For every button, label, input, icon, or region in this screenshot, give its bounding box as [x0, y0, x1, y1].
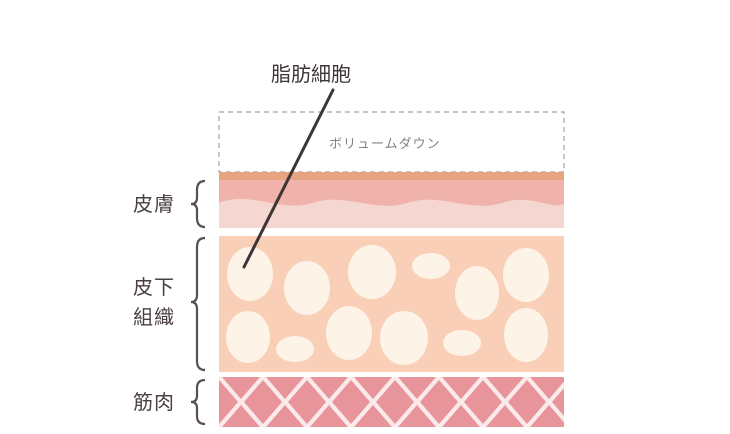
muscle-fiber: [574, 405, 612, 427]
subcutaneous-bracket: [190, 236, 206, 372]
fat-cell-callout-label: 脂肪細胞: [271, 62, 351, 86]
skin-top-band: [219, 172, 564, 180]
fat-cell: [503, 248, 549, 302]
muscle-fiber: [332, 380, 370, 424]
muscle-fiber: [420, 380, 458, 424]
fat-cell: [412, 253, 450, 279]
subcutaneous-label-line1: 皮下: [133, 275, 175, 299]
muscle-layer: [219, 377, 612, 427]
muscle-fiber: [530, 377, 564, 399]
skin-label: 皮膚: [133, 192, 175, 216]
volume-down-label: ボリュームダウン: [329, 137, 441, 152]
fat-cell: [226, 311, 270, 363]
fat-cell: [455, 266, 499, 320]
muscle-fiber: [266, 405, 304, 427]
fat-cell: [504, 308, 548, 362]
muscle-fiber: [398, 405, 436, 427]
muscle-fiber: [574, 377, 612, 399]
muscle-fiber: [222, 405, 260, 427]
muscle-pattern: [219, 377, 612, 427]
muscle-fiber: [442, 377, 480, 399]
fat-cell: [443, 330, 481, 356]
subcutaneous-label-line2: 組織: [133, 305, 175, 329]
muscle-fiber: [310, 377, 348, 399]
fat-cell: [227, 247, 273, 301]
muscle-fiber: [354, 377, 392, 399]
skin-lower-wave: [219, 198, 564, 228]
muscle-fiber: [376, 380, 414, 424]
muscle-fiber: [486, 405, 524, 427]
subcutaneous-layer: [219, 236, 564, 372]
skin-bracket: [190, 179, 206, 229]
muscle-fiber: [310, 405, 348, 427]
fat-cell: [348, 245, 396, 299]
muscle-fiber: [354, 405, 392, 427]
fat-cell: [284, 261, 330, 315]
muscle-fiber: [222, 377, 260, 399]
skin-layer: [219, 172, 564, 228]
muscle-label: 筋肉: [133, 390, 175, 414]
muscle-fiber: [442, 405, 480, 427]
muscle-fiber: [552, 388, 564, 416]
muscle-fiber: [530, 405, 564, 427]
muscle-bracket: [190, 378, 206, 426]
fat-cell: [276, 336, 314, 362]
fat-cell: [380, 311, 428, 365]
muscle-fiber: [266, 377, 304, 399]
muscle-fiber: [219, 380, 238, 424]
muscle-fiber: [398, 377, 436, 399]
callout-line: [242, 88, 335, 269]
muscle-fiber: [486, 377, 524, 399]
muscle-fiber: [288, 380, 326, 424]
muscle-fiber: [464, 380, 502, 424]
fat-cell: [326, 306, 372, 360]
muscle-fiber: [508, 380, 546, 424]
muscle-fiber: [244, 380, 282, 424]
